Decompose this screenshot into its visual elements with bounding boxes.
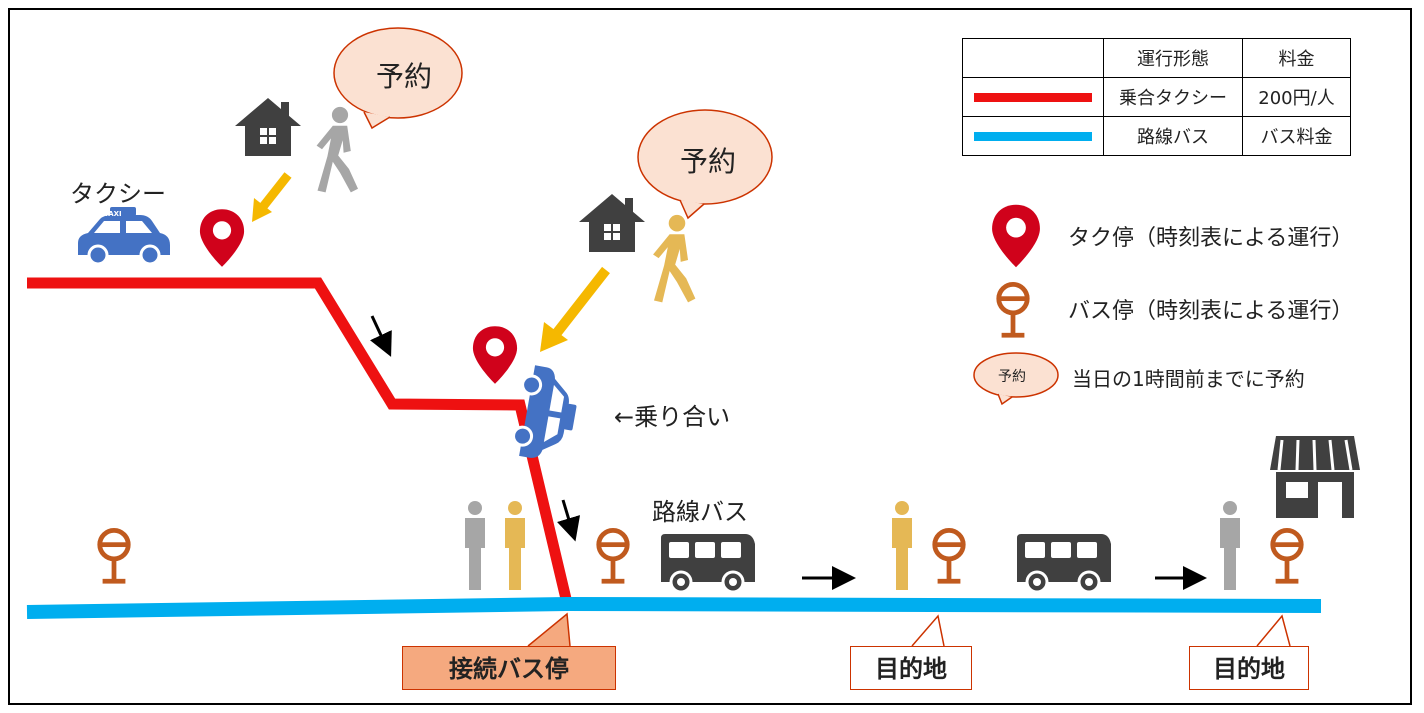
- route-bus-label: 路線バス: [652, 498, 748, 526]
- bus-stop-icon: [935, 530, 964, 583]
- legend-fare-taxi: 200円/人: [1242, 77, 1351, 117]
- legend-blue-line-swatch: [974, 132, 1092, 141]
- legend-mode-taxi: 乗合タクシー: [1103, 77, 1243, 117]
- legend-bus-stop-text: バス停（時刻表による運行）: [1068, 299, 1354, 324]
- reservation-label-1: 予約: [376, 60, 433, 93]
- legend-taxi-stop-text: タク停（時刻表による運行）: [1068, 226, 1354, 251]
- legend-table: 運行形態 料金 乗合タクシー 200円/人 路線バス バス料金: [962, 38, 1351, 156]
- walk-arrow-1: [258, 172, 292, 211]
- destination-label-2: 目的地: [1189, 646, 1309, 690]
- legend-row-bus: 路線バス バス料金: [962, 116, 1351, 156]
- connection-stop-label: 接続バス停: [402, 646, 616, 690]
- legend-reservation-note: 当日の1時間前までに予約: [1072, 367, 1305, 391]
- person-walking-icon: [653, 214, 696, 303]
- house-icon: [235, 98, 301, 156]
- person-standing-icon: [465, 501, 485, 590]
- legend-fare-bus: バス料金: [1242, 116, 1351, 156]
- taxi-label: タクシー: [70, 180, 166, 208]
- bus-icon: [1015, 532, 1113, 594]
- ride-share-label: ←乗り合い: [614, 403, 731, 431]
- taxi-sign-label: TAXI: [104, 210, 122, 218]
- bus-stop-icon: [100, 530, 129, 583]
- diagram-frame: [8, 8, 1412, 705]
- taxi-icon: [76, 205, 172, 266]
- person-walking-icon: [316, 106, 358, 193]
- house-icon: [579, 194, 645, 252]
- person-standing-icon: [892, 501, 912, 590]
- walk-arrow-2: [552, 266, 610, 338]
- flow-arrow-1: [370, 315, 392, 357]
- reservation-label-2: 予約: [680, 145, 737, 178]
- destination-label-1: 目的地: [850, 646, 972, 690]
- bus-icon: [659, 532, 757, 594]
- legend-header-mode: 運行形態: [1103, 38, 1243, 78]
- legend-header-blank: [962, 38, 1104, 78]
- bus-stop-icon: [1273, 530, 1302, 583]
- bus-route-line: [26, 596, 1322, 619]
- legend-mode-bus: 路線バス: [1103, 116, 1243, 156]
- map-pin-icon: [199, 209, 245, 267]
- legend-taxi-stop-pin: [992, 204, 1040, 268]
- reservation-bubble-1: [333, 27, 463, 130]
- legend-header-fare: 料金: [1242, 38, 1351, 78]
- bus-stop-icon: [599, 530, 628, 583]
- flow-arrow-2: [557, 499, 581, 542]
- store-icon: [1270, 436, 1360, 518]
- legend-reservation-icon-text: 予約: [998, 369, 1026, 385]
- legend-reservation-bubble: [973, 352, 1059, 406]
- reservation-bubble-2: [637, 109, 773, 220]
- taxi-route-line: [27, 277, 573, 605]
- legend-header-row: 運行形態 料金: [962, 38, 1351, 78]
- map-pin-icon: [472, 326, 518, 384]
- person-standing-icon: [505, 501, 525, 590]
- legend-red-line-swatch: [974, 93, 1092, 102]
- person-standing-icon: [1220, 501, 1240, 590]
- legend-row-taxi: 乗合タクシー 200円/人: [962, 77, 1351, 117]
- legend-bus-stop-icon: [999, 284, 1028, 337]
